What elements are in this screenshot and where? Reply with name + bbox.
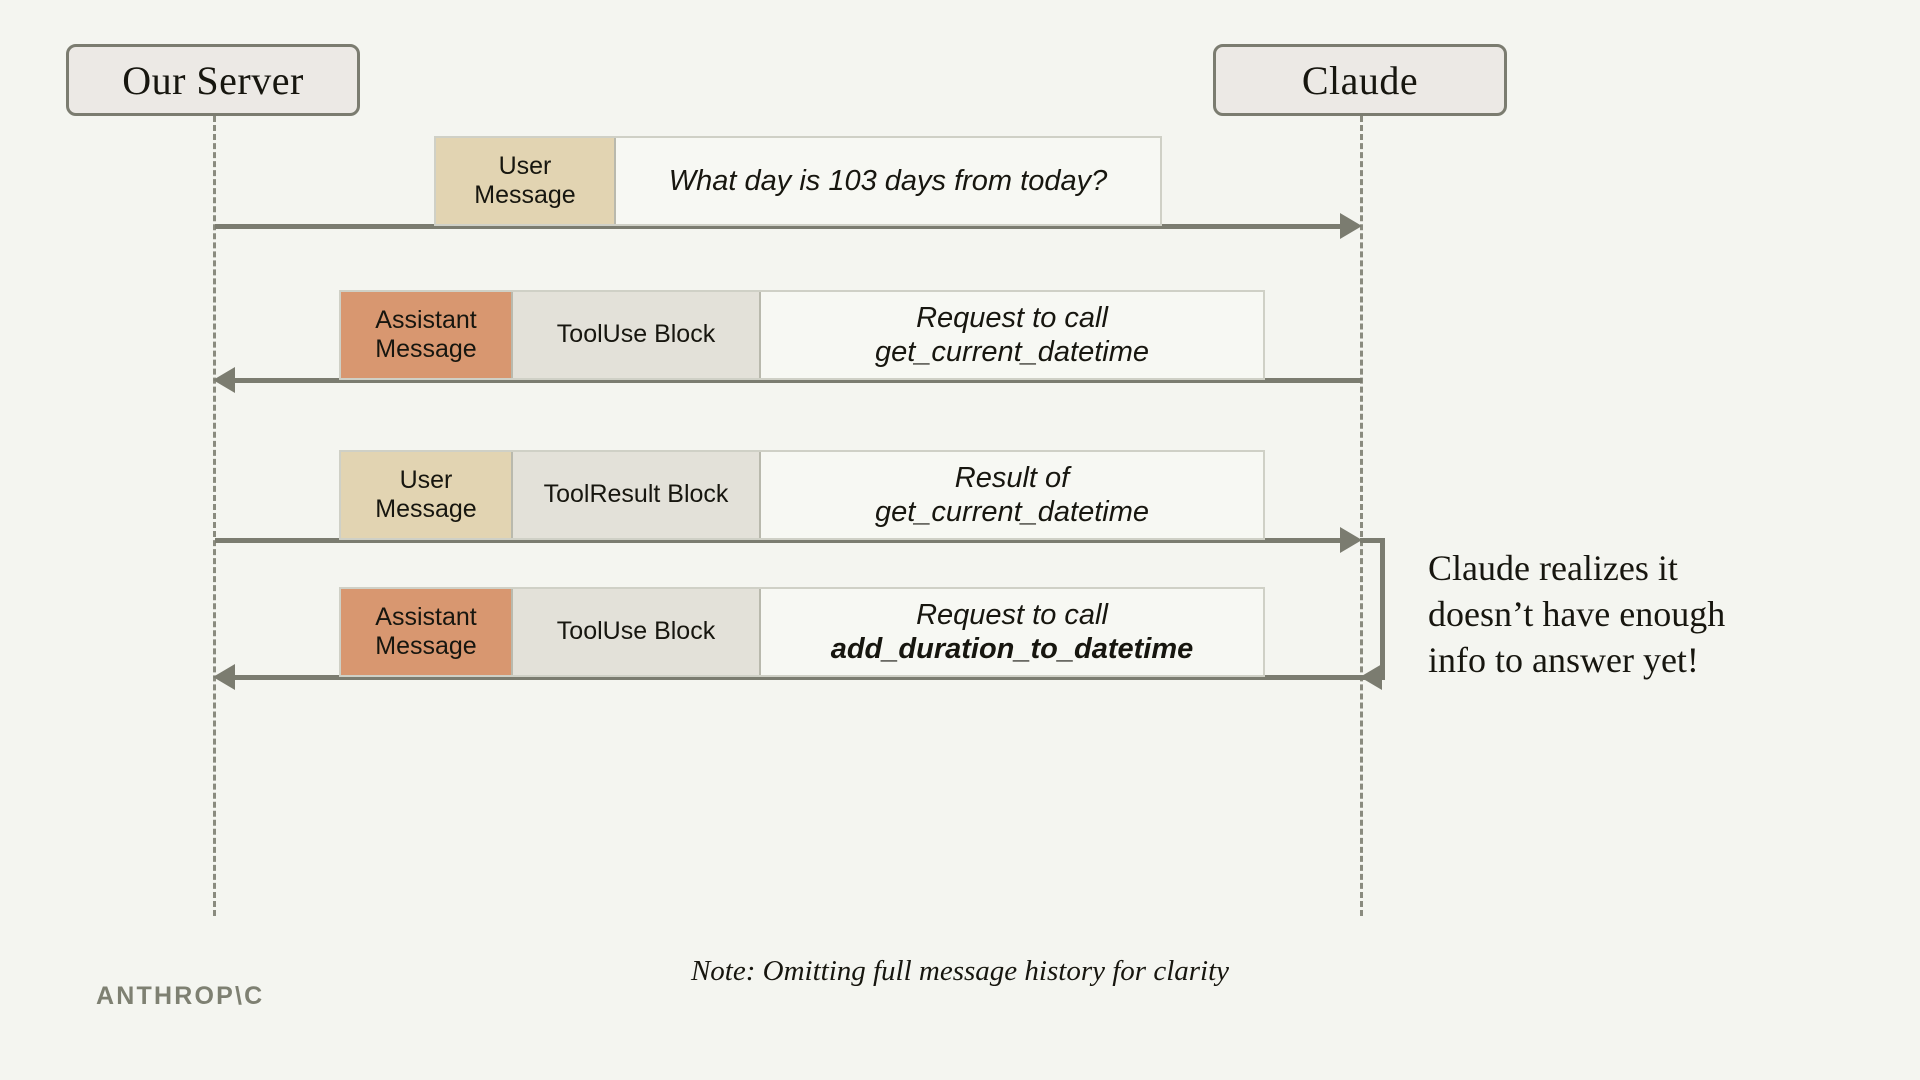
footer-note: Note: Omitting full message history for … [690, 955, 1230, 987]
message-4-body: Request to call add_duration_to_datetime [761, 589, 1263, 675]
message-1-block: User Message What day is 103 days from t… [434, 136, 1162, 226]
message-3-body: Result of get_current_datetime [761, 452, 1263, 538]
actor-our-server-label: Our Server [122, 57, 304, 103]
message-2-role-line2: Message [375, 335, 477, 363]
actor-claude: Claude [1213, 44, 1507, 116]
annotation-line-2: doesn’t have enough [1428, 594, 1726, 635]
message-3-body-line1: Result of [954, 461, 1070, 494]
anthropic-logo: ANTHROP\C [96, 982, 265, 1010]
message-3-arrow-line [215, 538, 1343, 543]
message-1-arrow-head [1340, 213, 1362, 239]
message-1-body-line1: What day is 103 days from today? [668, 164, 1108, 197]
message-4-role-line2: Message [375, 632, 477, 660]
self-loop-arrow-head [1360, 664, 1382, 690]
message-4-role: Assistant Message [341, 589, 513, 675]
message-4-body-line1: Request to call [916, 598, 1108, 631]
message-2-body-line2: get_current_datetime [874, 336, 1150, 368]
message-1-body: What day is 103 days from today? [616, 138, 1160, 224]
message-1-arrow-line [215, 224, 1343, 229]
message-2-role-line1: Assistant [375, 305, 477, 334]
annotation-line-3: info to answer yet! [1428, 640, 1699, 681]
message-4-kind-label: ToolUse Block [556, 617, 716, 646]
message-3-role: User Message [341, 452, 513, 538]
self-loop-top-segment [1360, 538, 1385, 543]
actor-our-server: Our Server [66, 44, 360, 116]
lifeline-claude [1360, 116, 1363, 916]
message-3-role-line1: User [399, 465, 453, 494]
message-1-role-line1: User [498, 151, 552, 180]
message-3-kind-label: ToolResult Block [543, 480, 729, 509]
lifeline-our-server [213, 116, 216, 916]
actor-claude-label: Claude [1301, 57, 1419, 103]
message-2-arrow-head [213, 367, 235, 393]
message-2-block: Assistant Message ToolUse Block Request … [339, 290, 1265, 380]
annotation-claude-realizes: Claude realizes it doesn’t have enough i… [1428, 545, 1808, 683]
message-3-role-line2: Message [375, 495, 477, 523]
message-2-kind-label: ToolUse Block [556, 320, 716, 349]
message-4-role-line1: Assistant [375, 602, 477, 631]
message-4-kind: ToolUse Block [513, 589, 761, 675]
message-3-block: User Message ToolResult Block Result of … [339, 450, 1265, 540]
message-4-body-line2: add_duration_to_datetime [830, 633, 1194, 665]
message-2-kind: ToolUse Block [513, 292, 761, 378]
message-3-arrow-head [1340, 527, 1362, 553]
message-2-arrow-line [232, 378, 1362, 383]
message-2-body-line1: Request to call [916, 301, 1108, 334]
message-2-body: Request to call get_current_datetime [761, 292, 1263, 378]
message-4-arrow-line [232, 675, 1362, 680]
message-3-body-line2: get_current_datetime [874, 496, 1150, 528]
message-3-kind: ToolResult Block [513, 452, 761, 538]
self-loop-right-segment [1380, 538, 1385, 680]
message-1-role-line2: Message [474, 181, 576, 209]
message-4-arrow-head [213, 664, 235, 690]
message-2-role: Assistant Message [341, 292, 513, 378]
message-4-block: Assistant Message ToolUse Block Request … [339, 587, 1265, 677]
annotation-line-1: Claude realizes it [1428, 548, 1678, 588]
message-1-role: User Message [436, 138, 616, 224]
